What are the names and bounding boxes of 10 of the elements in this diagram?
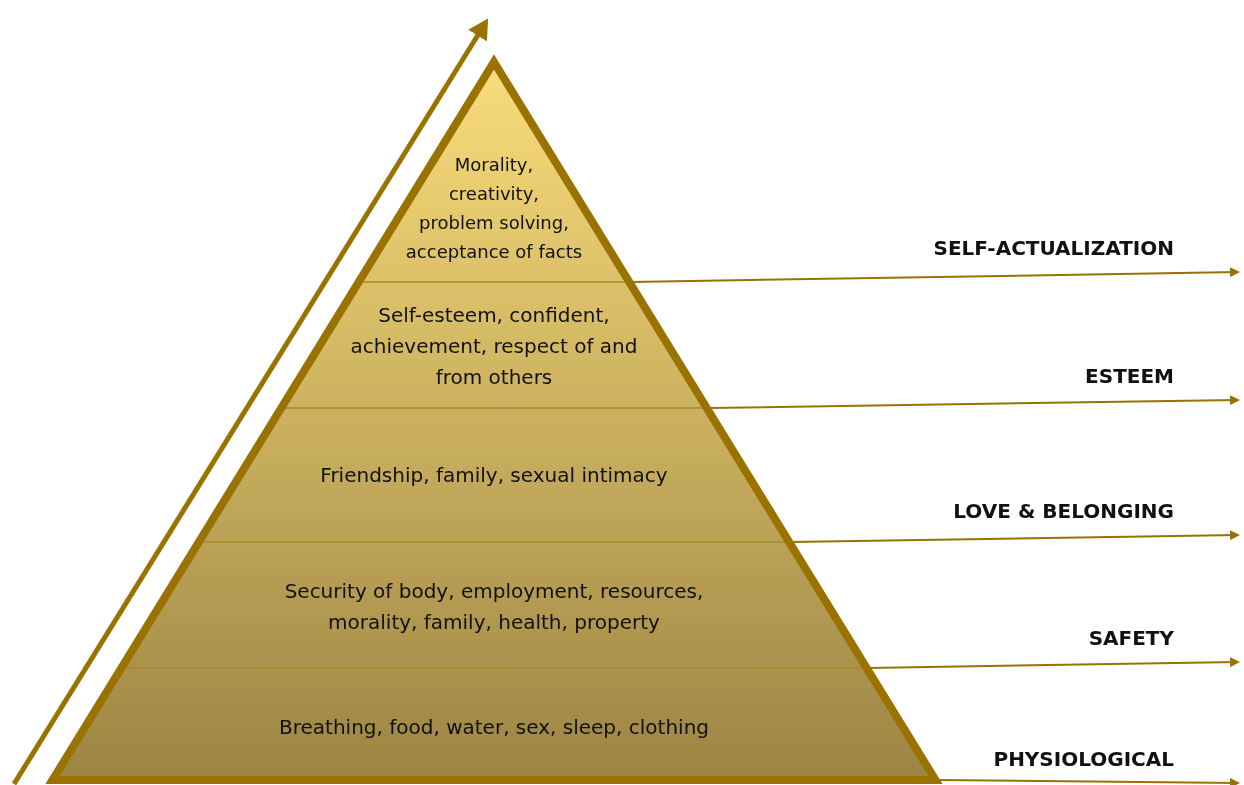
tier-text: Friendship, family, sexual intimacy [319,462,669,489]
tier-text: Breathing, food, water, sex, sleep, clothing [278,714,710,741]
tier-text: Security of body, employment, resources, morality, family, health, property [283,578,705,636]
edge-label: SELF-ACTUALIZATION [933,236,1174,260]
edge-label: SAFETY [1088,626,1174,650]
tier-text: Morality, creativity, problem solving, acceptance of facts [404,153,584,264]
tier-text: Self-esteem, confident, achievement, respect of and from others [349,302,639,391]
edge-label: ESTEEM [1085,364,1174,388]
edge-label: LOVE & BELONGING [953,499,1174,523]
edge-label: PHYSIOLOGICAL [993,747,1174,771]
